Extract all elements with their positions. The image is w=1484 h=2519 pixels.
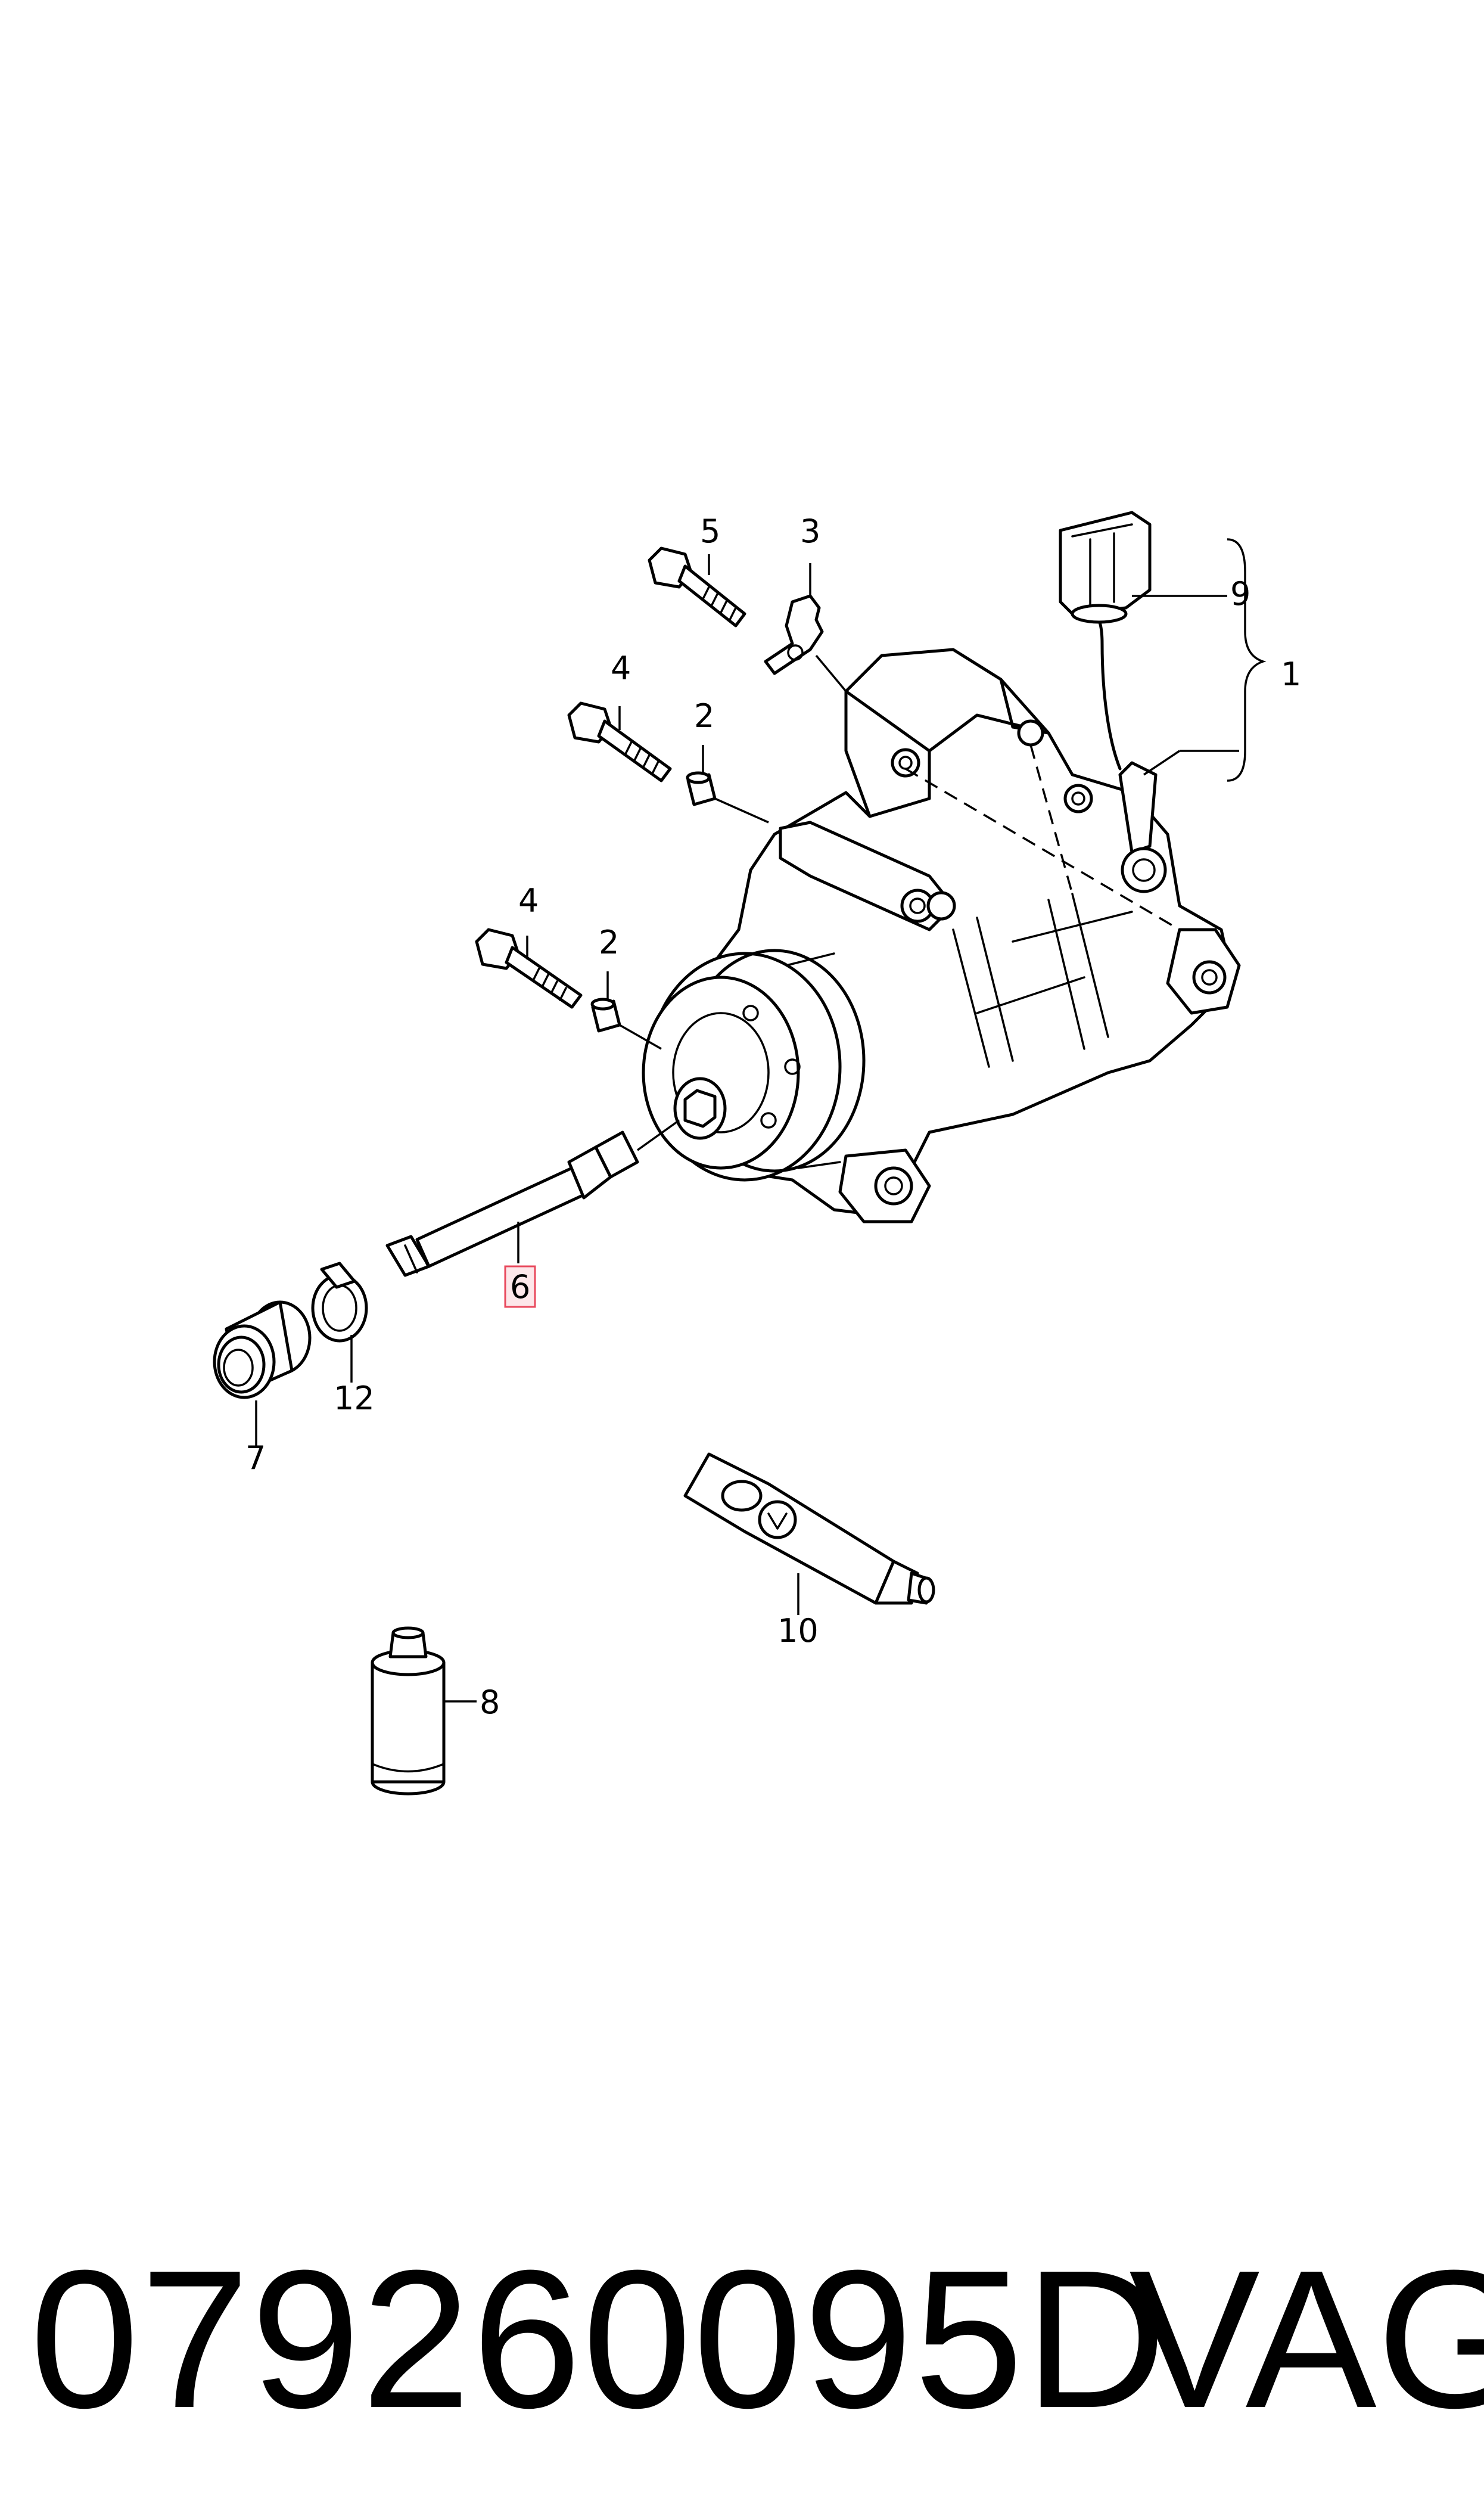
grease-tube-10	[683, 1452, 935, 1615]
callout-5: 5	[700, 513, 720, 550]
callout-9: 9	[1230, 575, 1250, 613]
callout-6: 6	[510, 1268, 530, 1306]
callout-4-lower: 4	[518, 882, 539, 920]
bolt-5	[648, 546, 746, 628]
callout-7: 7	[245, 1439, 266, 1477]
boot-7	[213, 1300, 312, 1448]
drive-shaft-6	[385, 1119, 680, 1277]
callout-8: 8	[480, 1684, 500, 1721]
part-number: 079260095D	[30, 2229, 1168, 2449]
callout-4-upper: 4	[611, 650, 631, 687]
oil-bottle-8	[371, 1626, 477, 1796]
bolt-4-lower	[475, 928, 583, 1009]
brand-name: VAG	[1129, 2229, 1484, 2449]
callout-1: 1	[1281, 656, 1301, 693]
callout-3: 3	[800, 513, 820, 550]
sleeve-2-upper	[686, 745, 769, 824]
bracket-3	[764, 563, 847, 692]
callout-6-highlight	[504, 1265, 536, 1308]
bracket-brace-1	[1143, 538, 1267, 782]
clamp-12	[311, 1262, 368, 1383]
bolt-4-upper	[567, 701, 672, 782]
callout-10: 10	[777, 1612, 819, 1650]
ac-compressor	[642, 612, 1241, 1223]
callout-2-lower: 2	[599, 924, 619, 961]
electrical-connector	[1059, 511, 1227, 624]
sleeve-2-lower	[590, 971, 662, 1050]
callout-12: 12	[334, 1380, 375, 1417]
callout-2-upper: 2	[694, 697, 714, 735]
